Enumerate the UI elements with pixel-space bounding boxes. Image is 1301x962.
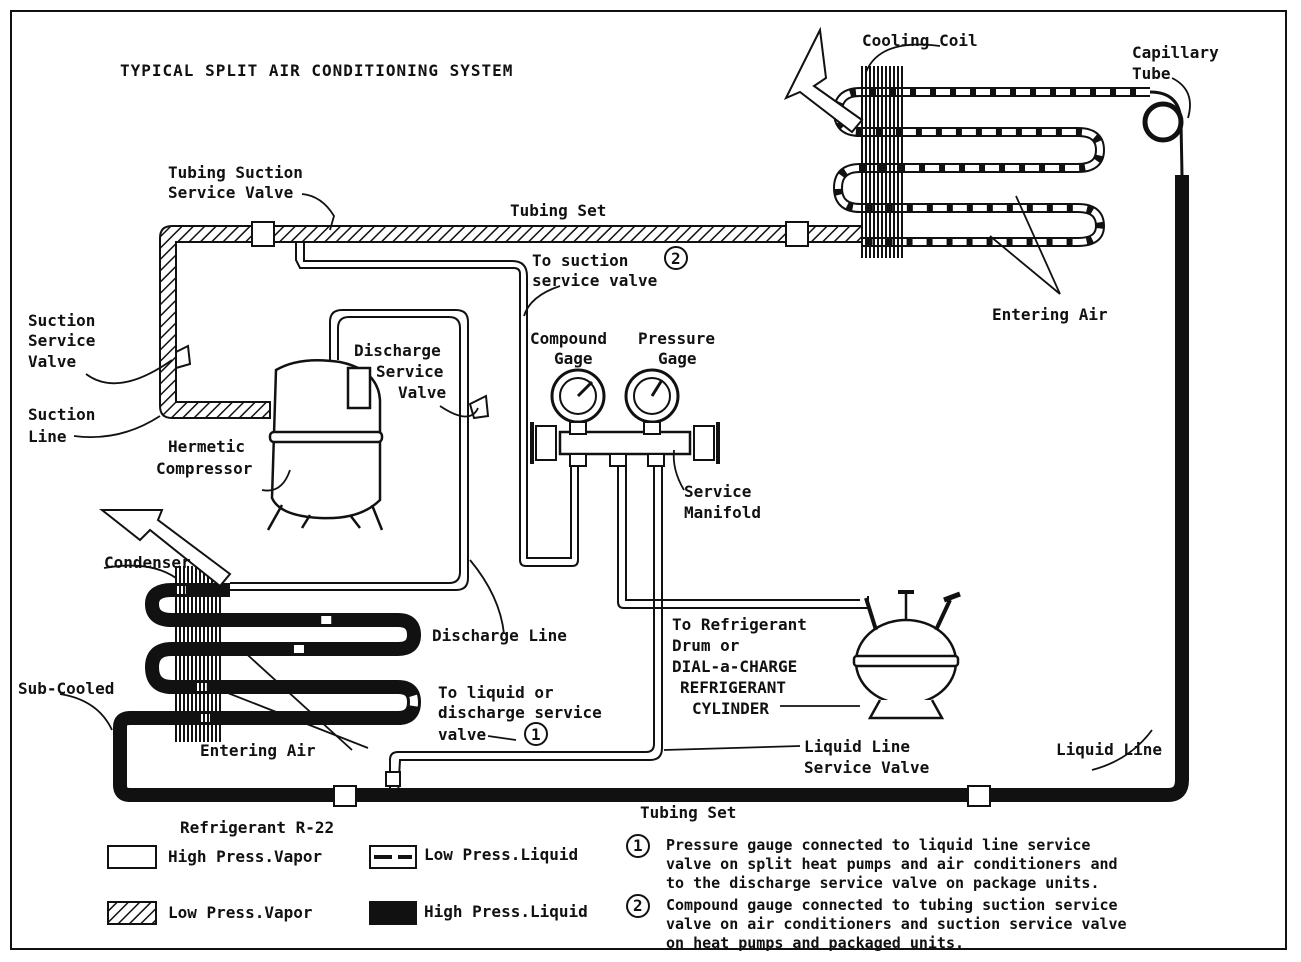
label-service-manifold-1: Service (684, 482, 751, 501)
hermetic-compressor (266, 358, 384, 531)
note-2-number: 2 (633, 896, 643, 915)
label-suction-sv-2: Service (28, 331, 95, 350)
swatch-low-press-vapor (107, 901, 157, 925)
callout-2-top: 2 (671, 249, 681, 268)
callout-circles (524, 246, 688, 918)
airflow-arrow-bottom (99, 509, 232, 588)
label-discharge-line: Discharge Line (432, 626, 567, 645)
label-discharge-sv-1: Discharge (354, 341, 441, 360)
label-suction-sv-1: Suction (28, 311, 95, 330)
bottom-flare-fitting-left (333, 785, 357, 807)
suction-line-hatched (159, 225, 863, 419)
manifold-gauges (295, 242, 869, 796)
label-suction-line-1: Suction (28, 405, 95, 424)
discharge-line (230, 309, 469, 591)
label-discharge-sv-2: Service (376, 362, 443, 381)
top-flare-fitting (785, 221, 809, 247)
label-liquid-line: Liquid Line (1056, 740, 1162, 759)
label-to-liquid-2: discharge service (438, 703, 602, 722)
swatch-low-press-liquid (369, 845, 417, 869)
legend-high-press-vapor: High Press.Vapor (168, 847, 322, 866)
diagram-frame (10, 10, 1287, 950)
label-to-refrigerant-3: DIAL-a-CHARGE (672, 657, 797, 676)
note-2-line-2: valve on air conditioners and suction se… (666, 915, 1127, 933)
label-pressure-gage-2: Gage (658, 349, 697, 368)
diagram-title: TYPICAL SPLIT AIR CONDITIONING SYSTEM (120, 61, 513, 80)
label-tubing-set-top: Tubing Set (510, 201, 606, 220)
legend-low-press-liquid: Low Press.Liquid (424, 845, 578, 864)
legend-heading: Refrigerant R-22 (180, 818, 334, 837)
cooling-coil (783, 26, 1184, 258)
label-capillary-tube-1: Capillary (1132, 43, 1219, 62)
airflow-arrow-top (783, 26, 864, 134)
legend-low-press-vapor: Low Press.Vapor (168, 903, 313, 922)
label-hermetic-1: Hermetic (168, 437, 245, 456)
label-pressure-gage-1: Pressure (638, 329, 715, 348)
label-to-refrigerant-5: CYLINDER (692, 699, 769, 718)
note-1-line-3: to the discharge service valve on packag… (666, 874, 1099, 892)
label-service-manifold-2: Manifold (684, 503, 761, 522)
legend-high-press-liquid: High Press.Liquid (424, 902, 588, 921)
swatch-high-press-liquid (369, 901, 417, 925)
label-entering-air-top: Entering Air (992, 305, 1108, 324)
label-liquid-line-sv-2: Service Valve (804, 758, 929, 777)
refrigerant-cylinder (852, 590, 961, 720)
tubing-suction-service-valve (251, 221, 275, 247)
label-capillary-tube-2: Tube (1132, 64, 1171, 83)
label-entering-air-bottom: Entering Air (200, 741, 316, 760)
note-1-line-1: Pressure gauge connected to liquid line … (666, 836, 1090, 854)
suction-service-valve (175, 344, 192, 370)
condenser-fins (175, 566, 221, 742)
callout-1-bottom: 1 (531, 725, 541, 744)
legend-swatches (107, 845, 417, 925)
label-to-refrigerant-1: To Refrigerant (672, 615, 807, 634)
label-discharge-sv-3: Valve (398, 383, 446, 402)
label-compound-gage-1: Compound (530, 329, 607, 348)
label-to-liquid-1: To liquid or (438, 683, 554, 702)
label-tubing-suction-sv-1: Tubing Suction (168, 163, 303, 182)
label-hermetic-2: Compressor (156, 459, 252, 478)
capillary-loop (1142, 101, 1184, 143)
label-suction-sv-3: Valve (28, 352, 76, 371)
swatch-high-press-vapor (107, 845, 157, 869)
note-1-number: 1 (633, 836, 643, 855)
note-2-line-3: on heat pumps and packaged units. (666, 934, 964, 952)
condenser-coil (99, 509, 422, 742)
cooling-coil-fins (861, 66, 903, 258)
note-2-line-1: Compound gauge connected to tubing sucti… (666, 896, 1118, 914)
bottom-flare-fitting-right (967, 785, 991, 807)
label-condenser: Condenser (104, 553, 191, 572)
label-sub-cooled: Sub-Cooled (18, 679, 114, 698)
label-cooling-coil: Cooling Coil (862, 31, 978, 50)
liquid-line-service-valve (385, 771, 401, 787)
label-to-suction-1: To suction (532, 251, 628, 270)
label-compound-gage-2: Gage (554, 349, 593, 368)
label-tubing-suction-sv-2: Service Valve (168, 183, 293, 202)
leader-lines (59, 43, 1191, 771)
label-to-refrigerant-4: REFRIGERANT (680, 678, 786, 697)
label-liquid-line-sv-1: Liquid Line (804, 737, 910, 756)
label-to-liquid-3: valve (438, 725, 486, 744)
note-1-line-2: valve on split heat pumps and air condit… (666, 855, 1118, 873)
label-suction-line-2: Line (28, 427, 67, 446)
label-to-suction-2: service valve (532, 271, 657, 290)
label-to-refrigerant-2: Drum or (672, 636, 739, 655)
liquid-line-solid (113, 175, 1189, 802)
label-tubing-set-bottom: Tubing Set (640, 803, 736, 822)
